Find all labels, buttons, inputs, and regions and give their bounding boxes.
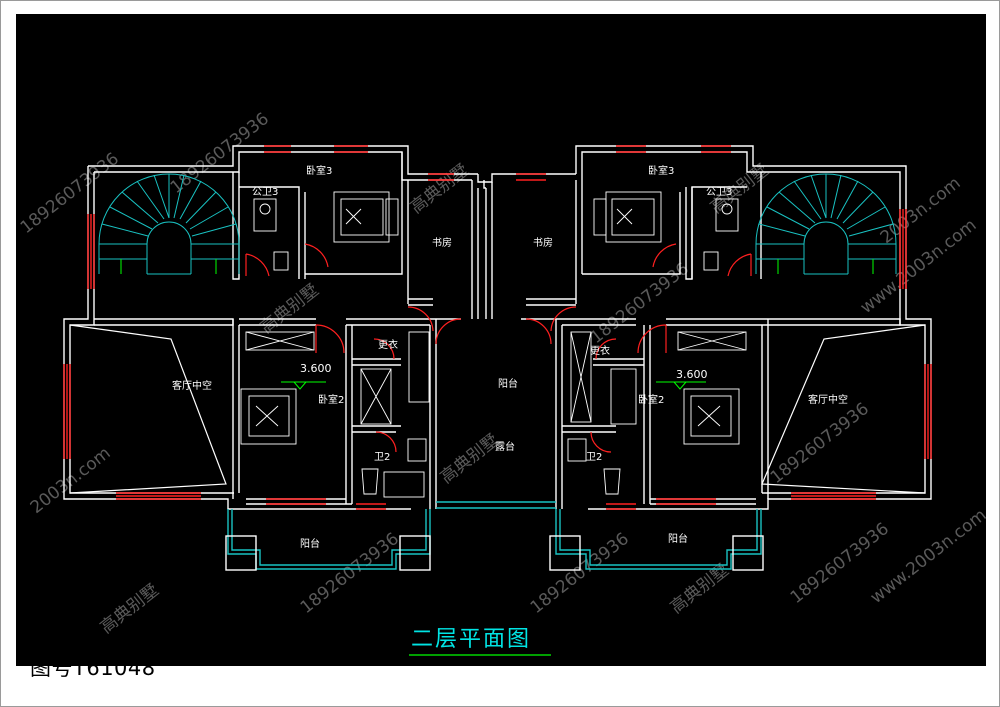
watermark-text: 高典别墅 xyxy=(257,280,323,338)
room-label-bedroom3-right: 卧室3 xyxy=(648,164,674,177)
room-label-bath3-right: 公卫3 xyxy=(706,187,732,198)
watermark-text: 18926073936 xyxy=(587,259,693,348)
watermark-text: 高典别墅 xyxy=(437,430,503,488)
room-label-bedroom2-left: 卧室2 xyxy=(318,393,344,406)
room-label-study-right: 书房 xyxy=(533,236,553,249)
room-label-living-void-left: 客厅中空 xyxy=(172,379,212,392)
room-label-bath3-left: 公卫3 xyxy=(252,187,278,198)
furniture xyxy=(240,191,747,498)
windows xyxy=(63,145,932,510)
walls xyxy=(63,145,932,571)
room-label-terrace-mid: 露台 xyxy=(495,440,515,453)
room-label-balcony-left: 阳台 xyxy=(300,537,320,550)
room-label-bedroom2-right: 卧室2 xyxy=(638,393,664,406)
watermark-text: 高典别墅 xyxy=(407,160,473,218)
stair-right xyxy=(755,173,897,275)
watermark-text: 18926073936 xyxy=(17,149,123,238)
void-outlines xyxy=(69,324,926,494)
room-label-balcony-right: 阳台 xyxy=(668,532,688,545)
room-label-closet-left: 更衣 xyxy=(378,338,398,351)
level-mark: 3.600 xyxy=(676,368,708,381)
room-label-wc2-right: 卫2 xyxy=(586,452,602,463)
level-mark: 3.600 xyxy=(300,362,332,375)
watermark-text: 高典别墅 xyxy=(97,580,163,638)
room-label-bedroom3-left: 卧室3 xyxy=(306,164,332,177)
cad-canvas: 18926073936 2003n.com 18926073936 高典别墅 高… xyxy=(16,14,986,666)
room-label-closet-right: 更衣 xyxy=(590,344,610,357)
watermark-text: 18926073936 xyxy=(167,109,273,198)
watermark-layer: 18926073936 2003n.com 18926073936 高典别墅 高… xyxy=(17,109,986,638)
drawing-title: 二层平面图 xyxy=(411,627,531,652)
watermark-text: 18926073936 xyxy=(767,399,873,488)
drawing-number: 图号T61048 xyxy=(30,656,156,680)
stair-left xyxy=(98,173,240,275)
room-label-balcony-mid: 阳台 xyxy=(498,377,518,390)
floor-plan: 18926073936 2003n.com 18926073936 高典别墅 高… xyxy=(17,109,986,656)
room-label-living-void-right: 客厅中空 xyxy=(808,393,848,406)
watermark-text: www.2003n.com xyxy=(867,505,986,608)
room-label-wc2-left: 卫2 xyxy=(374,452,390,463)
doors xyxy=(245,243,752,453)
watermark-text: www.2003n.com xyxy=(857,215,981,318)
room-label-study-left: 书房 xyxy=(432,236,452,249)
level-markers xyxy=(281,381,706,390)
